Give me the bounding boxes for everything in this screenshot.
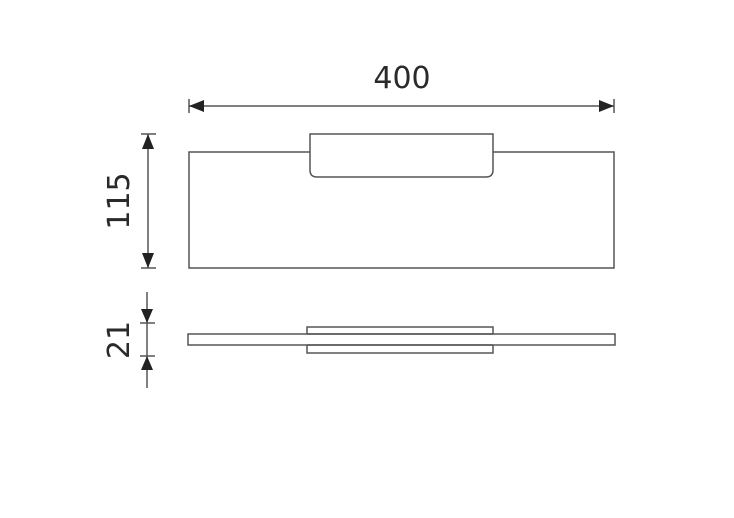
- arrow-down-icon: [141, 309, 153, 323]
- arrow-up-icon: [141, 356, 153, 370]
- thickness-label: 21: [102, 321, 137, 359]
- side-view: [187, 326, 616, 354]
- width-label: 400: [373, 61, 430, 96]
- height-label: 115: [102, 172, 137, 229]
- height-dimension: [141, 133, 156, 269]
- bracket: [309, 133, 494, 178]
- shelf-side: [187, 333, 616, 346]
- width-dimension: [188, 99, 615, 113]
- arrow-right-icon: [599, 100, 614, 112]
- arrow-left-icon: [189, 100, 204, 112]
- arrow-up-icon: [142, 134, 154, 149]
- arrow-down-icon: [142, 253, 154, 268]
- shelf-panel: [188, 151, 615, 269]
- front-view: [188, 133, 615, 269]
- thickness-dimension: [140, 292, 155, 388]
